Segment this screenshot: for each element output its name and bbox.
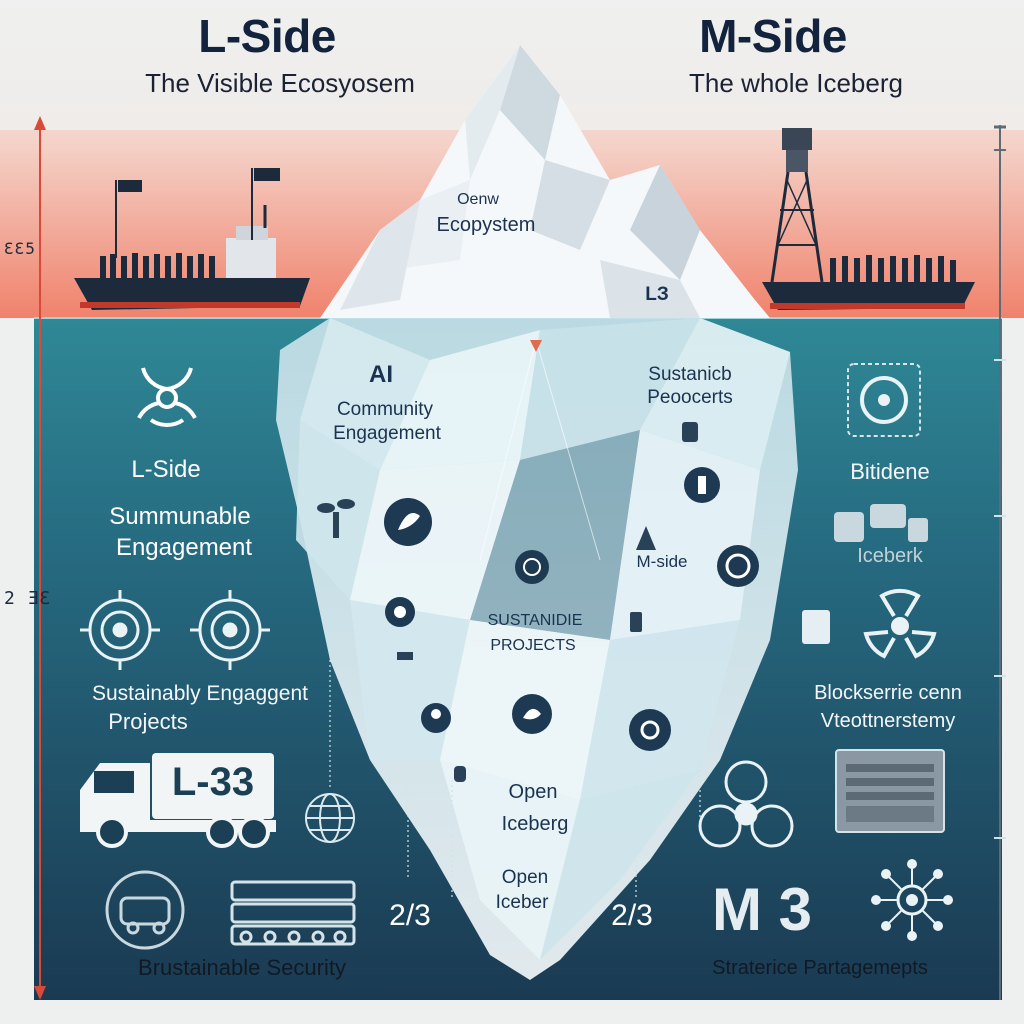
iceberg-open-bottom-line1: Open (501, 867, 549, 888)
vehicle-badge-icon (105, 870, 185, 950)
right-bitidene-label: Bitidene (850, 459, 930, 484)
left-engagement-line1: Summunable (109, 503, 251, 530)
tools-icon (630, 612, 642, 632)
gear-circle-icon (629, 709, 671, 751)
globe-icon (305, 793, 355, 843)
shield-circle-icon (515, 550, 549, 584)
right-side-subtitle: The whole Iceberg (689, 68, 903, 98)
right-blocks-line1: Blockserrie cenn (814, 682, 962, 704)
left-side-title: L-Side (198, 10, 336, 62)
scale-arrow-head-down (34, 986, 46, 1000)
iceberg-tip-label-line2: Ecopystem (436, 214, 536, 236)
right-fraction: 2/3 (611, 899, 653, 932)
left-footer-label: Brustainable Security (138, 955, 346, 980)
radiation-icon (863, 588, 937, 659)
right-footer-label: Straterice Partagemepts (712, 957, 928, 979)
plant-icon (317, 499, 355, 538)
pallet-stack-icon (230, 880, 356, 946)
right-blocks-line2: Vteottnerstemy (820, 710, 956, 732)
scale-arrow-head-up (34, 116, 46, 130)
right-ship (762, 128, 975, 310)
a-leaf-icon (636, 526, 656, 550)
trophy-icon (682, 422, 698, 442)
right-side-title: M-Side (699, 10, 847, 62)
water-right-edge (1002, 318, 1024, 1018)
target-icon (80, 590, 160, 670)
water-bottom-edge (0, 1000, 1024, 1024)
cup-icon (802, 610, 830, 644)
molecule-icon (871, 859, 953, 941)
iceberg-open-label-line1: Open (508, 781, 558, 803)
scale-mark-upper: ƐƐ5 (4, 239, 36, 258)
sprout-icon (397, 652, 413, 660)
bird-circle-icon (512, 694, 552, 734)
iceberg-underwater (276, 318, 798, 980)
truck-label: L-33 (171, 760, 255, 804)
iceberg-open-label-line2: Iceberg (501, 813, 569, 835)
bottle-circle-icon (684, 467, 720, 503)
iceberg-projects-label-line2: PROJECTS (490, 637, 576, 654)
iceberg-tip (320, 45, 770, 318)
water-left-edge (0, 318, 34, 1018)
truck-icon (80, 753, 276, 848)
left-projects-line1: Sustainably Engaggent (92, 682, 308, 705)
left-side-subtitle: The Visible Ecosyosem (145, 68, 415, 98)
network-rings-icon (698, 760, 794, 848)
left-engagement-line2: Engagement (115, 534, 253, 561)
iceberg-ai-label: AI (369, 361, 393, 388)
scale-mark-lower: 2 ƎƐ (4, 588, 52, 609)
leaf-circle-icon (384, 498, 432, 546)
left-ship (74, 168, 310, 310)
right-iceberk-label: Iceberk (857, 545, 923, 567)
left-panel-title: L-Side (131, 456, 201, 483)
robot-tools-icon (834, 504, 928, 542)
warehouse-panel-icon (835, 749, 945, 833)
biohazard-badge-icon (847, 363, 921, 437)
iceberg-community-label-line2: Engagement (333, 423, 441, 444)
iceberg-products-label-line2: Peoocerts (647, 387, 733, 408)
iceberg-tip-label-line1: Oenw (457, 191, 499, 208)
left-fraction: 2/3 (389, 899, 431, 932)
iceberg-tip-right-label: LЗ (645, 284, 669, 305)
hand-icon (454, 766, 466, 782)
m3-label: M 3 (711, 876, 813, 943)
recycle-circle-icon (385, 597, 415, 627)
lock-circle-icon (717, 545, 759, 587)
iceberg-community-label-line1: Community (336, 399, 434, 420)
biohazard-icon (137, 367, 197, 428)
target-icon (190, 590, 270, 670)
iceberg-open-bottom-line2: Iceber (495, 892, 549, 913)
hanging-strings (329, 650, 701, 900)
iceberg-m-side-label: M-side (636, 552, 688, 571)
person-circle-icon (421, 703, 451, 733)
iceberg-products-label-line1: Sustanicb (648, 364, 732, 385)
left-projects-line2: Projects (108, 709, 188, 734)
iceberg-projects-label-line1: SUSTANIDIE (487, 612, 583, 629)
